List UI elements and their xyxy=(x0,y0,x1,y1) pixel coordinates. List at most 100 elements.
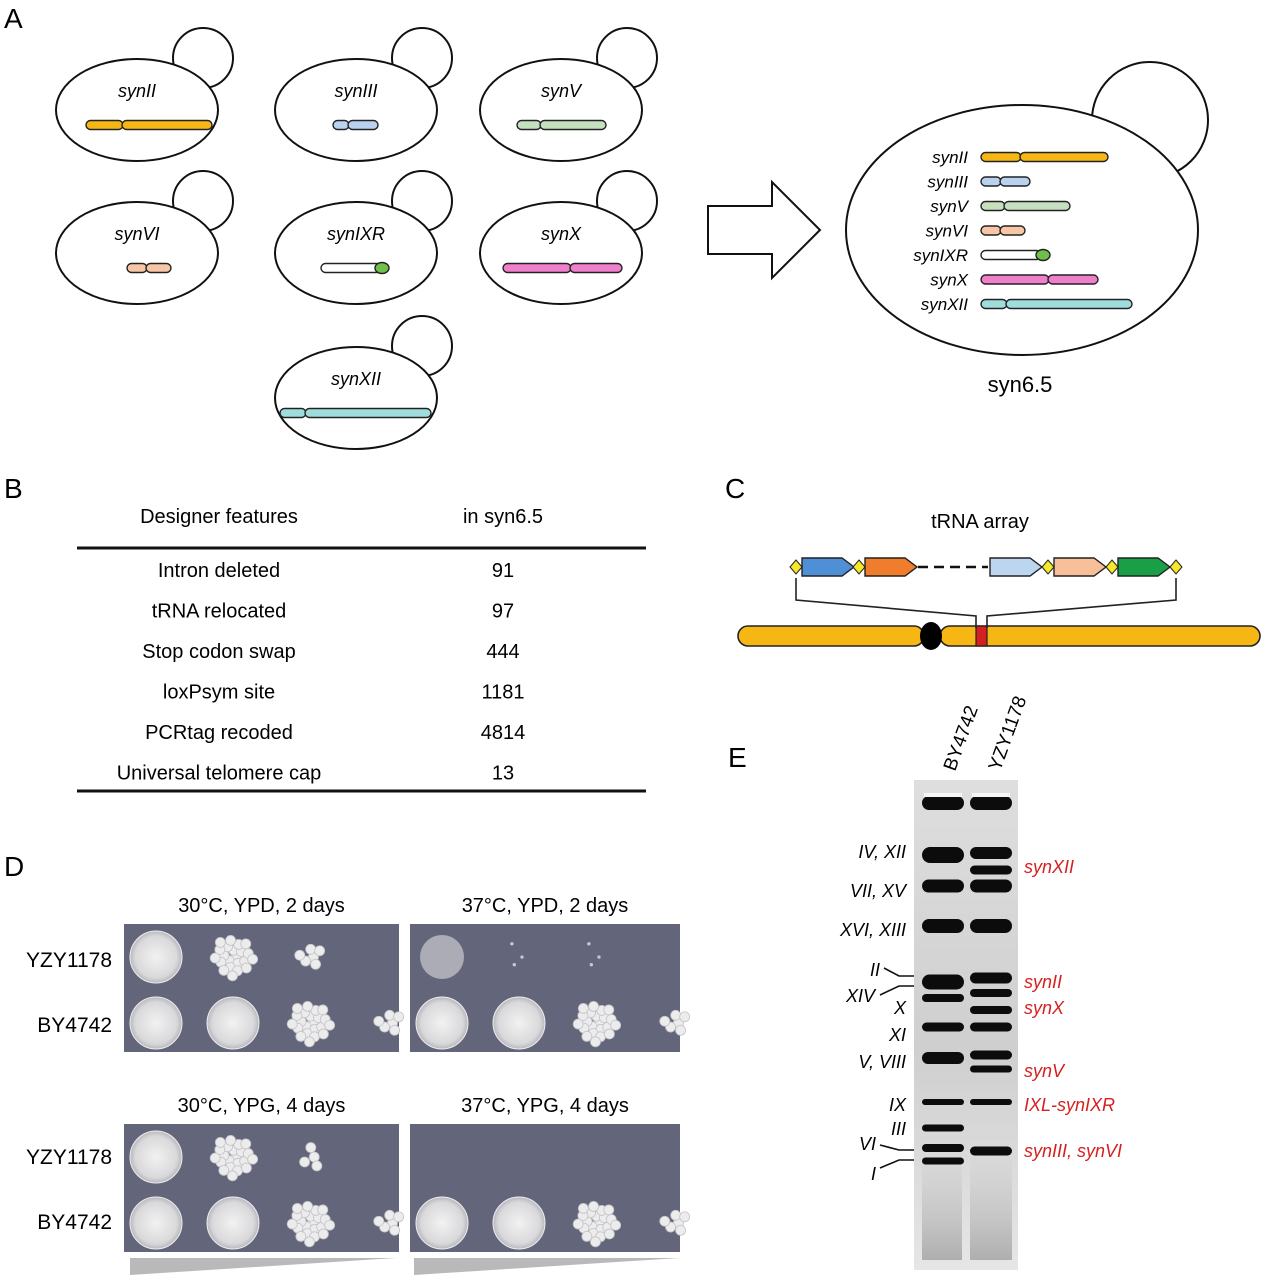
gel-band xyxy=(922,1052,964,1064)
chromosome-arm xyxy=(980,298,1008,310)
gel-band xyxy=(922,1124,964,1132)
loxpsym-site xyxy=(1041,559,1055,575)
gel-band-label-left: III xyxy=(891,1119,906,1139)
gel-band-label-left: VI xyxy=(859,1134,876,1154)
colony xyxy=(603,1004,615,1016)
panel-d-letter: D xyxy=(4,851,24,882)
colony xyxy=(373,1215,385,1227)
chromosome-arm xyxy=(569,262,623,274)
colony xyxy=(209,1152,221,1164)
syn6.5-chromosome-label: synII xyxy=(932,148,968,167)
gel-band-label-right: synII xyxy=(1024,972,1062,992)
trna-gene-arrow xyxy=(1117,557,1172,577)
table-cell-count: 97 xyxy=(492,601,514,623)
colony xyxy=(214,937,226,948)
colony xyxy=(218,965,230,976)
cell-body xyxy=(479,201,643,305)
gel-band xyxy=(922,1099,964,1105)
table-cell-count: 1181 xyxy=(481,682,524,704)
trna-gene-arrow xyxy=(989,557,1044,577)
loxpsym-site xyxy=(852,559,866,575)
gel-band-label-left: XI xyxy=(888,1025,906,1045)
gel-band xyxy=(970,796,1012,810)
panel-e-letter: E xyxy=(728,742,747,773)
cell-body xyxy=(274,346,438,450)
colony xyxy=(214,1137,226,1148)
colony xyxy=(604,1228,615,1240)
strain-cell-synIII: synIII xyxy=(274,27,453,162)
colony xyxy=(299,1156,310,1168)
colony xyxy=(393,1211,405,1223)
label-pointer xyxy=(879,1144,914,1151)
syn6.5-chromosome-label: synXII xyxy=(921,295,969,314)
gel-band xyxy=(970,919,1012,933)
gel-band-label-right: synXII xyxy=(1024,857,1074,877)
colony xyxy=(603,1204,615,1216)
colony xyxy=(393,1011,405,1023)
syn6.5-chromosome-label: synVI xyxy=(925,222,968,241)
gel-band xyxy=(922,919,964,933)
trna-gene-arrow xyxy=(801,557,856,577)
microcolony xyxy=(589,963,593,967)
chromosome-arm xyxy=(1003,200,1071,212)
strain-label: synIXR xyxy=(327,224,385,244)
microcolony xyxy=(587,942,591,946)
colony xyxy=(324,1219,336,1231)
colony xyxy=(317,1004,329,1016)
trna-array-title: tRNA array xyxy=(931,511,1029,533)
chromosome-arm xyxy=(980,151,1022,163)
table-cell-count: 13 xyxy=(492,763,514,785)
chromosome-arm xyxy=(999,176,1031,187)
strain-cell-synIXR: synIXR xyxy=(274,170,453,305)
syn6.5-title: syn6.5 xyxy=(988,372,1053,397)
lane-label-yzy1178: YZY1178 xyxy=(985,693,1031,773)
gel-band xyxy=(922,1144,964,1152)
colony xyxy=(209,952,221,964)
colony xyxy=(610,1019,622,1031)
colony xyxy=(240,1138,252,1150)
colony xyxy=(318,1028,329,1040)
colony xyxy=(286,1218,298,1230)
chromosome-arm xyxy=(1019,151,1109,163)
colony xyxy=(604,1028,615,1040)
gel-band xyxy=(922,796,964,810)
gel-band xyxy=(970,989,1012,997)
colony-spot xyxy=(492,996,546,1050)
chromosome-arm xyxy=(332,119,350,131)
colony-spot xyxy=(492,1196,546,1250)
chromosome-left-arm xyxy=(737,625,925,647)
gel-band-label-left: X xyxy=(893,998,907,1018)
colony xyxy=(227,1170,238,1182)
colony-spot xyxy=(206,1196,260,1250)
gel-band xyxy=(970,972,1012,984)
colony xyxy=(295,1231,307,1242)
lane-smear xyxy=(970,1150,1012,1260)
agar-plate: 30°C, YPD, 2 days xyxy=(124,895,405,1052)
strain-label: synXII xyxy=(331,369,381,389)
chromosome-arm xyxy=(145,262,172,274)
table-cell-count: 444 xyxy=(486,641,519,663)
colony xyxy=(581,1031,593,1042)
colony xyxy=(308,1151,320,1163)
syn6.5-chromosome-label: synIXR xyxy=(913,246,968,265)
colony xyxy=(225,934,237,946)
loxpsym-site xyxy=(1105,559,1119,575)
gel-band xyxy=(970,847,1012,859)
colony xyxy=(588,1200,600,1212)
colony xyxy=(247,953,259,965)
strain-cell-synVI: synVI xyxy=(55,170,234,305)
dilution-wedge xyxy=(130,1258,396,1275)
colony-spot xyxy=(129,1196,183,1250)
colony xyxy=(572,1218,584,1230)
gel-band-label-right: synV xyxy=(1024,1061,1066,1081)
microcolony xyxy=(597,955,601,959)
table-cell-feature: Universal telomere cap xyxy=(117,763,322,785)
cell-body xyxy=(55,201,219,305)
cell-body xyxy=(274,58,438,162)
strain-row-label: BY4742 xyxy=(37,1014,112,1037)
colony-spot xyxy=(129,1130,183,1184)
gel-band xyxy=(922,1022,964,1032)
chromosome-arm xyxy=(1047,274,1099,285)
table-cell-feature: tRNA relocated xyxy=(152,601,287,623)
